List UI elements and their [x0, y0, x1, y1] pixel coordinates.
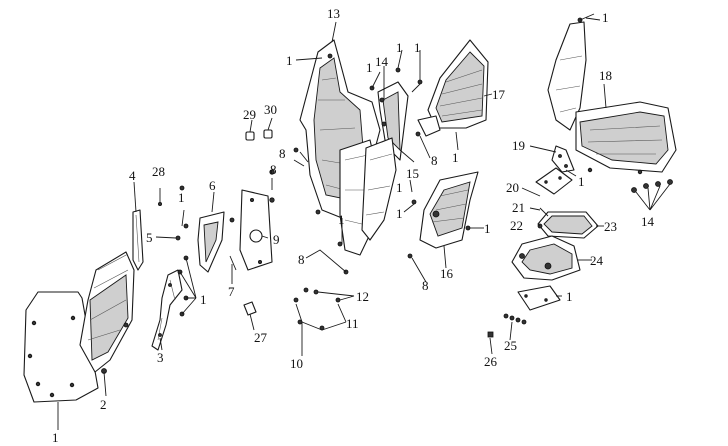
part-1-side-panel — [23, 291, 99, 403]
callout-1: 1 — [52, 430, 59, 445]
callout-30: 30 — [264, 102, 277, 117]
callout-12: 12 — [356, 289, 369, 304]
callout-1: 1 — [396, 40, 403, 55]
callout-22: 22 — [510, 218, 523, 233]
callout-1: 1 — [566, 289, 573, 304]
callout-25: 25 — [504, 338, 517, 353]
callout-9: 9 — [273, 232, 280, 247]
part-15-side-piece — [361, 81, 409, 241]
callout-28: 28 — [152, 164, 165, 179]
part-3-bracket — [151, 269, 183, 351]
callout-19: 19 — [512, 138, 525, 153]
part-9-plate — [239, 189, 273, 271]
part-24-headlight — [511, 235, 581, 281]
callout-15: 15 — [406, 166, 419, 181]
callout-1: 1 — [338, 212, 345, 227]
callout-20: 20 — [506, 180, 519, 195]
callout-21: 21 — [512, 200, 525, 215]
callout-8: 8 — [279, 146, 286, 161]
callout-8: 8 — [298, 252, 305, 267]
part-17-grille — [417, 39, 489, 137]
callout-6: 6 — [209, 178, 216, 193]
part-16-lower-grille — [419, 171, 479, 249]
callout-1: 1 — [396, 206, 403, 221]
callout-1: 1 — [200, 292, 207, 307]
callout-1: 1 — [178, 190, 185, 205]
callout-8: 8 — [431, 153, 438, 168]
part-4-strip — [132, 209, 144, 271]
callout-7: 7 — [228, 284, 235, 299]
callout-8: 8 — [270, 162, 277, 177]
callout-8: 8 — [422, 278, 429, 293]
callout-1: 1 — [366, 60, 373, 75]
callout-29: 29 — [243, 107, 256, 122]
leader-lines — [57, 13, 671, 430]
callout-1: 1 — [484, 221, 491, 236]
callout-14: 14 — [375, 54, 389, 69]
callout-10: 10 — [290, 356, 303, 371]
callout-27: 27 — [254, 330, 268, 345]
callout-1: 1 — [578, 174, 585, 189]
callout-13: 13 — [327, 6, 340, 21]
callout-26: 26 — [484, 354, 498, 369]
callout-23: 23 — [604, 219, 617, 234]
part-18-seat-frame — [547, 21, 677, 175]
callout-labels: 1 1 1 1 1 1 1 1 1 1 1 1 1 1 1 2 3 4 5 6 … — [52, 6, 655, 445]
callout-2: 2 — [100, 397, 107, 412]
callout-18: 18 — [599, 68, 612, 83]
callout-24: 24 — [590, 253, 604, 268]
callout-1: 1 — [396, 180, 403, 195]
part-23-lens — [537, 211, 599, 239]
part-1-bottom-plate — [517, 285, 561, 311]
part-6-cover — [197, 211, 225, 273]
callout-3: 3 — [157, 350, 164, 365]
part-13-main-frame — [299, 39, 381, 256]
callout-4: 4 — [129, 168, 136, 183]
callout-11: 11 — [346, 316, 359, 331]
callout-1: 1 — [286, 53, 293, 68]
callout-1: 1 — [602, 10, 609, 25]
callout-1: 1 — [452, 150, 459, 165]
callout-5: 5 — [146, 230, 153, 245]
callout-1: 1 — [414, 40, 421, 55]
part-2-inner-liner — [79, 251, 135, 374]
part-20-plate — [535, 167, 573, 195]
callout-16: 16 — [440, 266, 454, 281]
callout-17: 17 — [492, 87, 506, 102]
callout-14: 14 — [641, 214, 655, 229]
